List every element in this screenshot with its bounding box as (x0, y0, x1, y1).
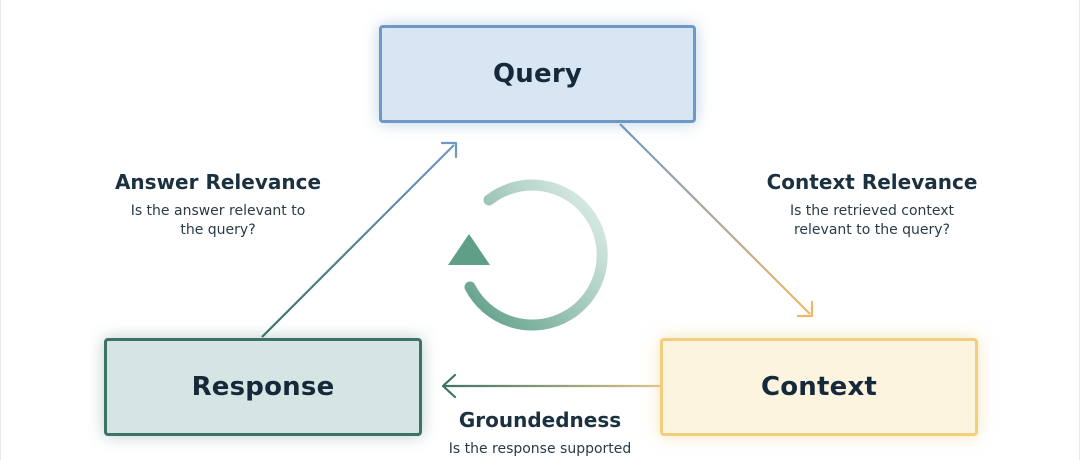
response-node: Response (104, 338, 422, 436)
context-relevance-line-1: Is the retrieved context (789, 203, 955, 219)
answer-relevance-line-2: the query? (180, 222, 256, 238)
groundedness-title: Groundedness (458, 408, 622, 432)
context-relevance-label: Context Relevance Is the retrieved conte… (754, 170, 990, 240)
cycle-refresh-icon (448, 179, 608, 331)
frame-left-border (0, 0, 1, 460)
answer-relevance-label: Answer Relevance Is the answer relevant … (108, 170, 328, 240)
context-relevance-description: Is the retrieved context relevant to the… (754, 202, 990, 240)
groundedness-description: Is the response supported (430, 440, 650, 459)
context-node: Context (660, 338, 978, 436)
answer-relevance-line-1: Is the answer relevant to (130, 203, 306, 219)
query-label: Query (492, 59, 583, 89)
groundedness-line-1: Is the response supported (448, 441, 632, 457)
answer-relevance-description: Is the answer relevant to the query? (108, 202, 328, 240)
groundedness-label: Groundedness Is the response supported (430, 408, 650, 459)
answer-relevance-arrow (261, 141, 458, 338)
context-relevance-arrow (619, 123, 814, 318)
groundedness-arrow (441, 373, 660, 399)
context-relevance-title: Context Relevance (766, 170, 978, 194)
response-label: Response (191, 372, 335, 402)
answer-relevance-title: Answer Relevance (114, 170, 322, 194)
context-label: Context (760, 372, 878, 402)
query-node: Query (379, 25, 696, 123)
context-relevance-line-2: relevant to the query? (793, 222, 951, 238)
